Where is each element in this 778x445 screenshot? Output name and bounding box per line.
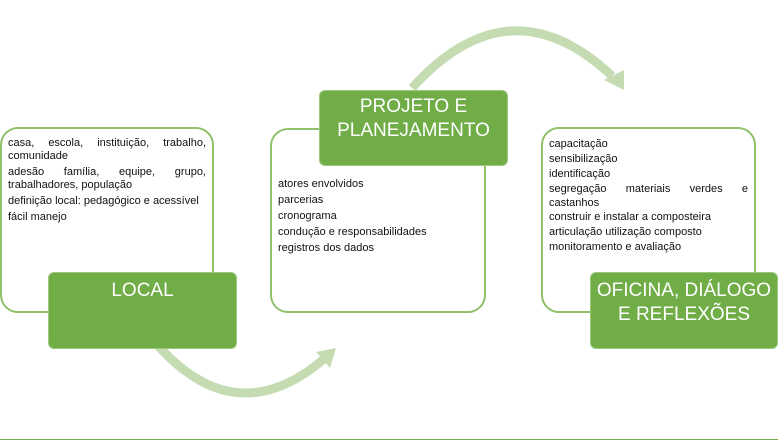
- oficina-item: monitoramento e avaliação: [549, 241, 682, 253]
- oficina-item: articulação utilização composto: [549, 226, 702, 238]
- projeto-item: parcerias: [278, 194, 324, 206]
- local-item: definição local: pedagógico e acessível: [8, 195, 199, 207]
- oficina-item: segregação materiais verdes e castanhos: [549, 183, 748, 209]
- oficina-item: identificação: [549, 168, 611, 180]
- arrowhead-bottom: [316, 348, 336, 368]
- projeto-title: PROJETO E PLANEJAMENTO: [319, 90, 508, 166]
- arrowhead-top: [604, 70, 624, 90]
- projeto-item: registros dos dados: [278, 242, 374, 254]
- local-item: casa, escola, instituição, trabalho, com…: [8, 137, 206, 162]
- projeto-item: cronograma: [278, 210, 337, 222]
- projeto-item: atores envolvidos: [278, 178, 364, 190]
- local-item: fácil manejo: [8, 211, 67, 223]
- oficina-item: construir e instalar a composteira: [549, 211, 712, 223]
- bottom-divider: [0, 439, 778, 440]
- projeto-item: condução e responsabilidades: [278, 226, 427, 238]
- oficina-title: OFICINA, DIÁLOGO E REFLEXÕES: [590, 272, 778, 349]
- local-title: LOCAL: [48, 272, 237, 349]
- arrow-local-to-projeto: [141, 327, 328, 398]
- arrow-projeto-to-oficina: [408, 26, 616, 92]
- oficina-item: sensibilização: [549, 153, 618, 165]
- oficina-item: capacitação: [549, 138, 608, 150]
- local-item: adesão família, equipe, grupo, trabalhad…: [8, 166, 206, 191]
